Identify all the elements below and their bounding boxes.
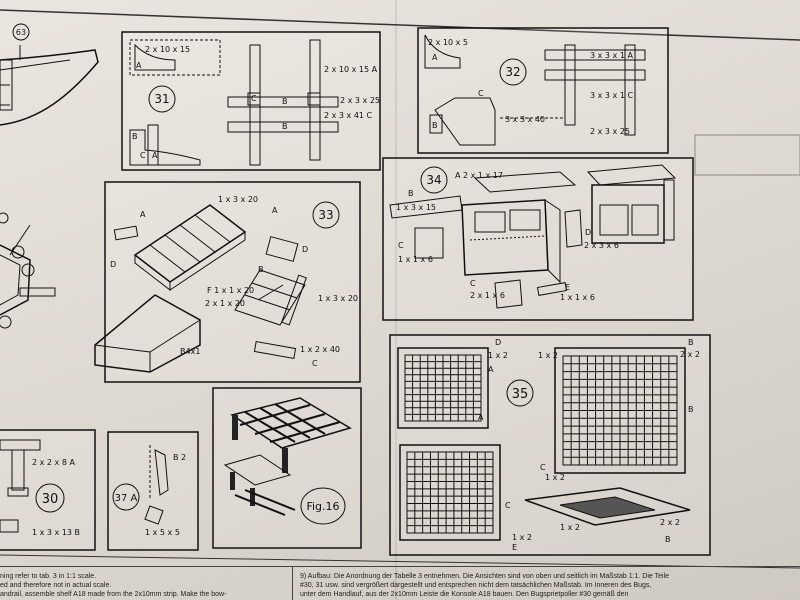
footer-left-line-3: andrail, assemble shelf A18 made from th… [0,591,227,598]
fig32-label-7: 3 x 3 x 1 C [590,91,633,100]
fig34-label-10: C [470,279,476,288]
fig37-number: 37 A [115,493,138,504]
fig35-label-16: E [512,543,517,552]
fig34-number: 34 [426,173,441,187]
fig34-label-4: C [398,241,404,250]
fig34-label-3: 1 x 3 x 15 [396,203,436,212]
footer-left-line-1: ning refer to tab. 3 in 1:1 scale. [0,573,97,580]
fig33-label-2: A [272,206,278,215]
fig31-label-7: B [282,122,288,131]
fig35-label-10: 1 x 2 [545,473,565,482]
fig63-number: 63 [16,28,26,37]
grating-right [563,356,677,465]
ship-hull-drawing [0,23,99,126]
fig35-label-13: 1 x 2 [560,523,580,532]
fig37-label-1: B 2 [173,453,186,462]
fig35-label-1: D [495,338,501,347]
footer-divider [292,566,293,600]
fig31-number: 31 [154,92,169,106]
grating-bottom-left [407,452,493,533]
fig33-label-9: 1 x 2 x 40 [300,345,340,354]
fig33-label-10: C [312,359,318,368]
fig33-label-6: F 1 x 1 x 20 [207,286,254,295]
fig35-label-14: C [505,501,511,510]
footer-german-text: 9) Aufbau: Die Anordnung der Tabelle 3 e… [300,572,790,599]
fig33-label-8: 1 x 3 x 20 [318,294,358,303]
fig33-number: 33 [318,208,333,222]
fig35-label-5: 1 x 2 [538,351,558,360]
figure-32 [417,27,669,154]
figure-37 [107,431,199,551]
fig31-label-3: B [282,97,288,106]
fig33-label-5: B [258,265,264,274]
fig33-label-11: D [110,260,116,269]
fig32-label-6: 3 x 3 x 1 A [590,51,633,60]
fig33-label-12: B4x1 [180,347,200,356]
fig34-label-8: E [565,283,570,292]
fig35-label-12: B [665,535,671,544]
fig35-label-4: B [688,338,694,347]
grating-top-left [405,355,481,421]
fig37-label-2: 1 x 5 x 5 [145,528,180,537]
fig35-number: 35 [512,387,529,402]
fig35-label-9: C [540,463,546,472]
fig31-label-1: 2 x 10 x 15 [145,45,190,54]
fig32-label-4: C [478,89,484,98]
fig34-label-11: 2 x 1 x 6 [470,291,505,300]
footer-left-line-2: ed and therefore not in actual scale. [0,582,112,589]
fig32-label-8: 2 x 3 x 25 [590,127,630,136]
fig35-label-8: A [478,413,484,422]
fig31-label-10: C [140,151,146,160]
fig34-label-6: D [585,228,591,237]
footer-right-line-3: unter dem Handlauf, aus der 2x10mm Leist… [300,591,629,598]
fig34-label-2: B [408,189,414,198]
fig33-label-1: A [140,210,146,219]
fig31-label-11: A [152,151,158,160]
fig30-label-2: 1 x 3 x 13 B [32,528,80,537]
fig31-label-2: A [136,61,142,70]
fig33-label-7: 2 x 1 x 20 [205,299,245,308]
fig35-label-15: 1 x 2 [512,533,532,542]
figure-33 [94,181,361,383]
fig33-label-3: 1 x 3 x 20 [218,195,258,204]
paper-fold [395,0,397,600]
footer-right-line-1: 9) Aufbau: Die Anordnung der Tabelle 3 e… [300,573,670,580]
fig31-label-8: 2 x 3 x 41 C [324,111,373,120]
fig32-number: 32 [505,65,520,79]
fig35-label-3: A [488,365,494,374]
figure-34 [382,157,694,321]
fig34-label-1: A 2 x 1 x 17 [455,171,503,180]
bowsprit-bitt-drawing [0,212,56,329]
footer-right-line-2: #30, 31 usw. sind vergrößert dargestellt… [300,582,652,589]
fig31-label-5: 2 x 10 x 15 A [324,65,378,74]
fig32-label-5: 3 x 3 x 40 [505,115,545,124]
fig30-number: 30 [42,492,59,507]
fig35-label-2: 1 x 2 [488,351,508,360]
fig33-label-4: D [302,245,308,254]
fig34-label-9: 1 x 1 x 6 [560,293,595,302]
fig32-label-2: A [432,53,438,62]
figure-30 [0,429,96,551]
footer-english-text: ning refer to tab. 3 in 1:1 scale. ed an… [0,572,285,599]
fig31-label-6: 2 x 3 x 25 [340,96,380,105]
fig34-label-5: 1 x 1 x 6 [398,255,433,264]
fig35-label-11: 2 x 2 [660,518,680,527]
fig35-label-7: 2 x 2 [680,350,700,359]
fig30-label-1: 2 x 2 x 8 A [32,458,75,467]
fig34-label-7: 2 x 3 x 6 [584,241,619,250]
figure-16 [212,387,362,549]
figure-31 [121,31,381,171]
footer-rule [0,566,800,567]
fig32-label-1: 2 x 10 x 5 [428,38,468,47]
fig16-label: Fig.16 [306,500,339,513]
fig31-label-4: C [251,94,257,103]
fig31-label-9: B [132,132,138,141]
fig35-label-6: B [688,405,694,414]
fig32-label-3: B [432,121,438,130]
